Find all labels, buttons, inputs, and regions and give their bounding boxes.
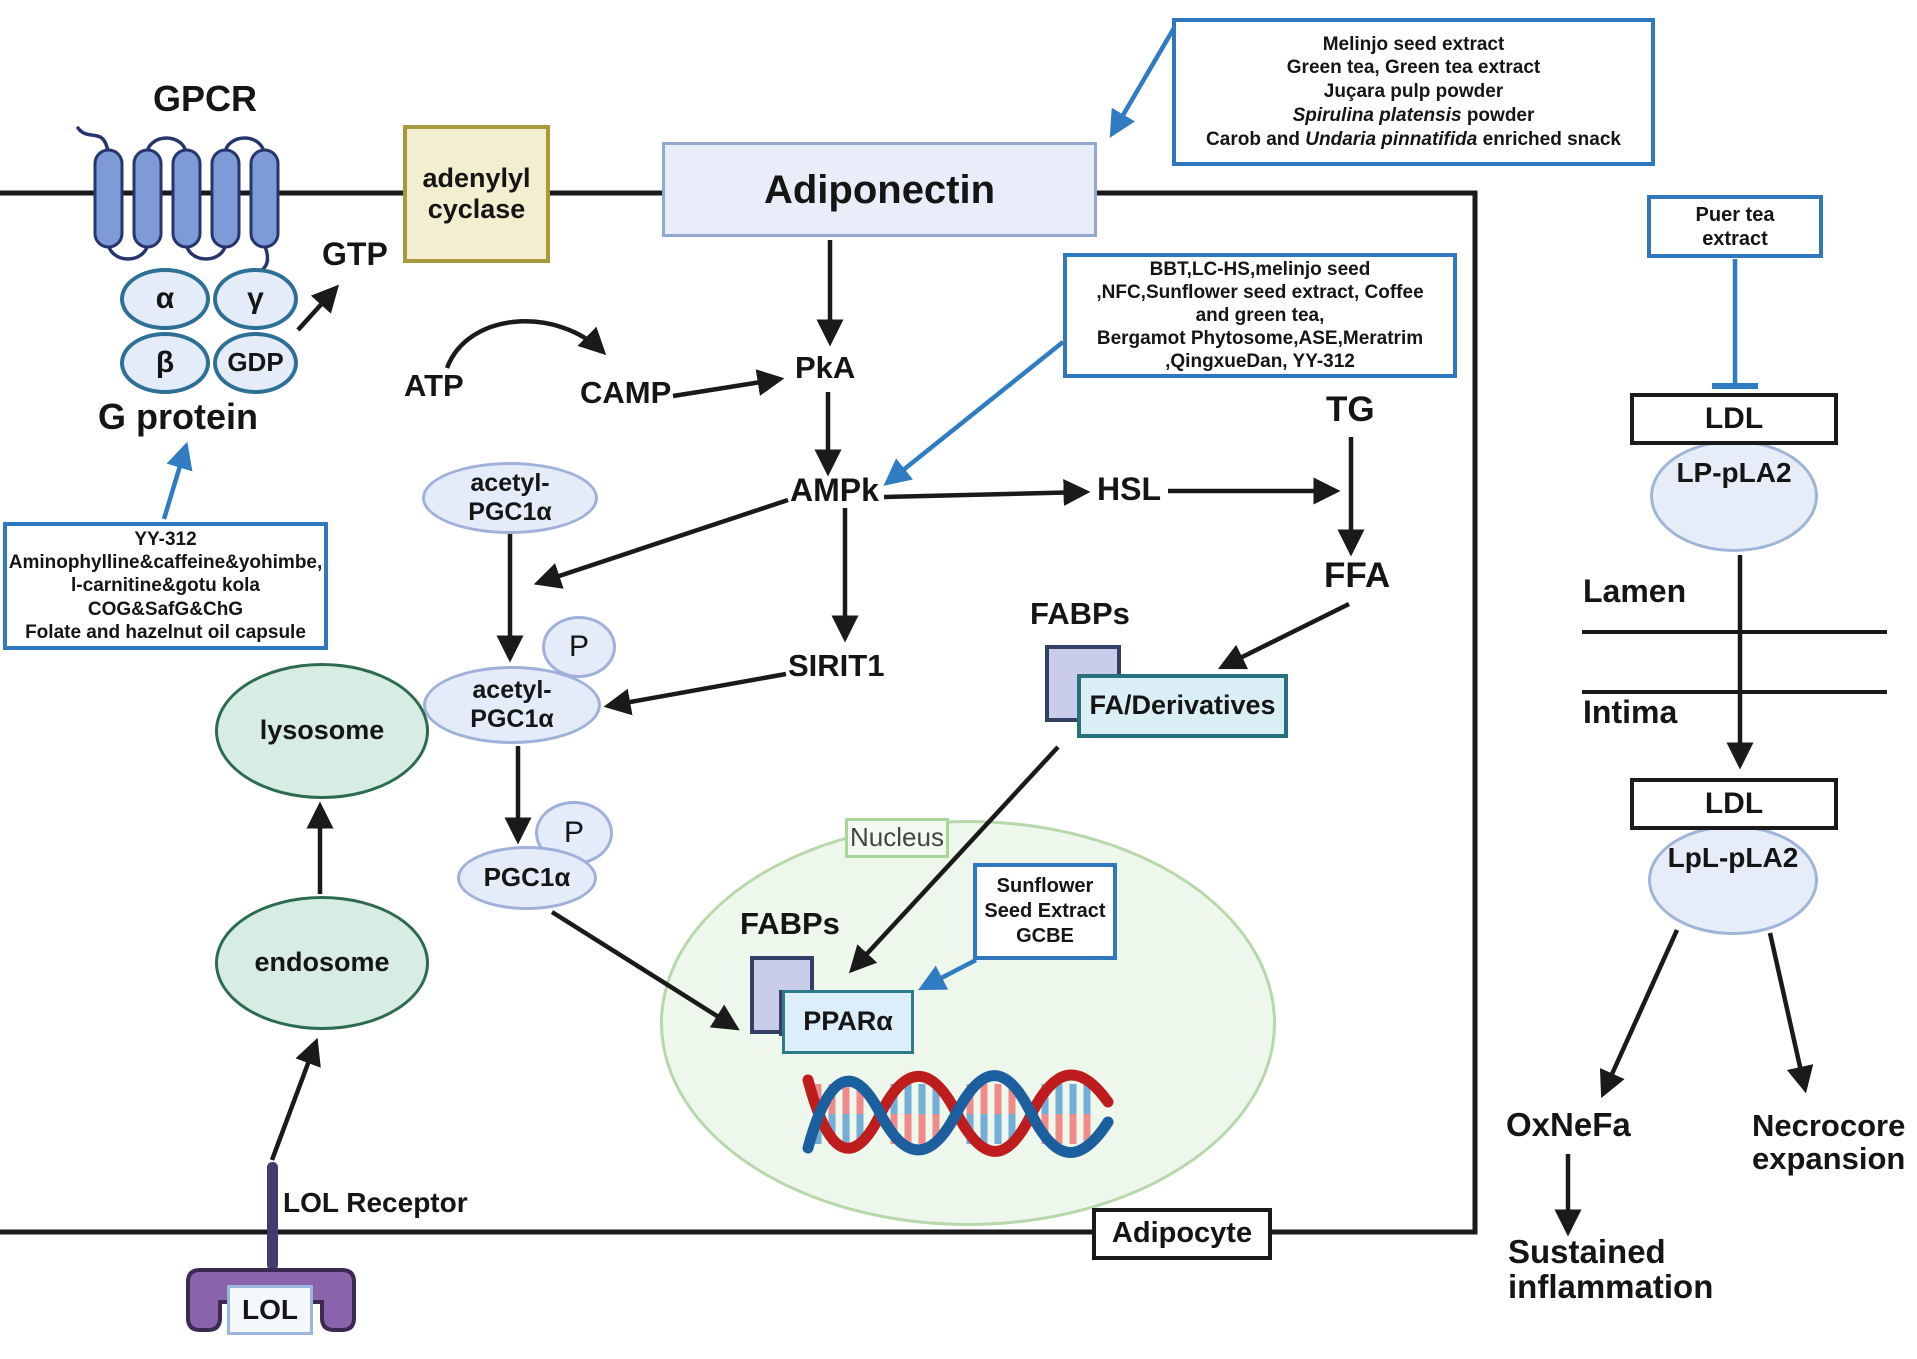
lamen-label: Lamen [1583, 573, 1687, 609]
ldl-box-1: LDL [1630, 393, 1838, 445]
endosome-ellipse: endosome [215, 896, 429, 1030]
intima-label: Intima [1583, 694, 1678, 730]
lol-box: LOL [227, 1285, 313, 1335]
gpcr-loop-top-2 [223, 136, 266, 156]
gtp-label: GTP [322, 236, 388, 272]
ldl-box-2: LDL [1630, 778, 1838, 830]
arrow-middle-callout-ampk [883, 340, 1065, 486]
phosphate-circle-1: P [542, 616, 616, 678]
dna-helix [802, 1069, 1114, 1158]
callout-line: Green tea, Green tea extract [1286, 57, 1541, 79]
callout-sunflower: Sunflower Seed Extract GCBE [973, 863, 1117, 960]
arrow-sirit1-acetylpgc1a [603, 671, 787, 716]
pka-label: PkA [795, 350, 856, 385]
gpcr-loop-bottom-2 [184, 241, 228, 261]
adipocyte-box: Adipocyte [1092, 1208, 1272, 1260]
gpcr-structure [76, 126, 280, 289]
necrocore-label: Necrocore expansion [1752, 1108, 1906, 1176]
lpl-pla2-circle: LpL-pLA2 [1648, 825, 1818, 935]
gpcr-helices [93, 148, 280, 249]
g-protein-label: G protein [98, 396, 258, 437]
lp-pla2-circle: LP-pLA2 [1650, 440, 1818, 552]
g-alpha-subunit: α [120, 268, 210, 330]
fabps-label-nucleus: FABPs [740, 906, 840, 941]
lysosome-ellipse: lysosome [215, 663, 429, 799]
callout-middle: BBT,LC-HS,melinjo seed ,NFC,Sunflower se… [1063, 253, 1457, 378]
callout-left: YY-312 Aminophylline&caffeine&yohimbe, l… [3, 522, 328, 650]
puer-tea-box: Puer tea extract [1647, 195, 1823, 258]
arrow-sunflower-callout-ppara [918, 958, 978, 991]
gdp-subunit: GDP [213, 332, 298, 394]
lol-receptor-label: LOL Receptor [283, 1187, 468, 1218]
arrow-topright-callout-adiponectin [1109, 26, 1176, 138]
atp-label: ATP [404, 368, 464, 403]
acetyl-pgc1a-ellipse-1: acetyl- PGC1α [422, 462, 598, 534]
arrow-gdp-gtp [296, 284, 340, 332]
vessel-wall-lines [1582, 630, 1887, 694]
g-beta-subunit: β [120, 332, 210, 394]
lol-receptor-stalk [267, 1162, 278, 1270]
arrow-ampk-hsl [883, 479, 1091, 507]
adiponectin-box: Adiponectin [662, 142, 1097, 237]
fa-derivatives-box: FA/Derivatives [1077, 674, 1288, 738]
arrow-ffa-faderivatives [1217, 601, 1350, 670]
callout-top-right: Melinjo seed extract Green tea, Green te… [1172, 18, 1655, 166]
gpcr-loop-bottom-1 [106, 241, 150, 261]
dna-strand-blue [802, 1070, 1114, 1158]
arrow-camp-pka [672, 369, 785, 399]
callout-line: Spirulina platensis powder [1292, 104, 1535, 126]
callout-line: Melinjo seed extract [1322, 33, 1505, 55]
tg-label: TG [1326, 390, 1375, 429]
arrow-atp-camp [444, 319, 607, 369]
adenylyl-cyclase-box: adenylyl cyclase [403, 125, 550, 263]
camp-label: CAMP [580, 375, 672, 410]
arrow-lplpla2-necrocore [1767, 932, 1814, 1094]
acetyl-pgc1a-ellipse-2: acetyl- PGC1α [423, 666, 601, 744]
ppara-box: PPARα [782, 990, 914, 1054]
oxnefa-label: OxNeFa [1506, 1106, 1631, 1143]
callout-line: Carob and Undaria pinnatifida enriched s… [1206, 128, 1621, 150]
sustained-inflammation-label: Sustained inflammation [1508, 1233, 1714, 1305]
arrow-lolreceptor-endosome [269, 1037, 321, 1161]
hsl-label: HSL [1097, 471, 1161, 507]
ampk-label: AMPk [790, 472, 879, 508]
arrow-faderivatives-ppara [848, 745, 1060, 974]
gpcr-nterm-loop [76, 126, 110, 154]
arrow-ampk-down-left [533, 497, 789, 589]
gpcr-loop-top-1 [145, 136, 188, 156]
arrow-left-callout-gprotein [161, 441, 193, 520]
sirit1-label: SIRIT1 [788, 648, 885, 683]
callout-line: Juçara pulp powder [1323, 81, 1504, 103]
arrow-pgc1a-nucleus [550, 910, 740, 1031]
g-gamma-subunit: γ [213, 268, 298, 330]
nucleus-label-box: Nucleus [845, 818, 949, 858]
ffa-label: FFA [1324, 556, 1391, 595]
arrow-lplpla2-oxnefa [1599, 929, 1680, 1099]
fabps-label-cytoplasm: FABPs [1030, 596, 1130, 631]
pgc1a-ellipse: PGC1α [457, 846, 597, 910]
gpcr-label: GPCR [153, 78, 258, 119]
